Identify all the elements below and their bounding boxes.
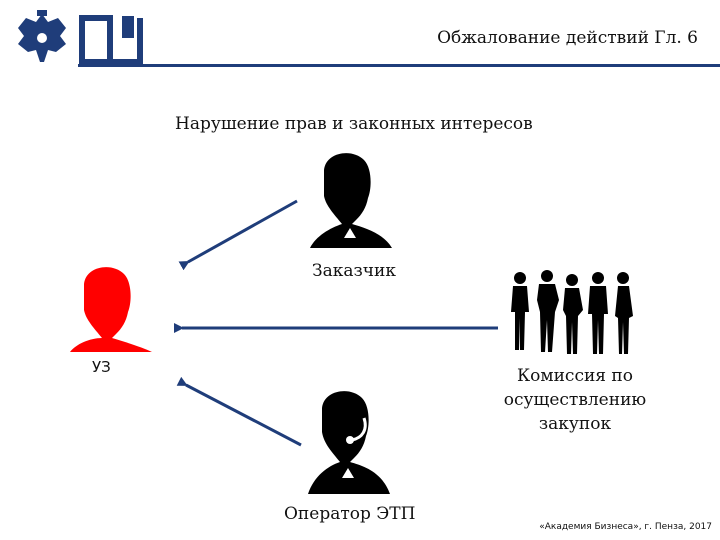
uz-label: УЗ bbox=[92, 358, 111, 376]
emblem-icon bbox=[18, 10, 66, 62]
customer-silhouette-icon bbox=[310, 153, 392, 248]
book-logo-icon bbox=[79, 15, 143, 65]
operator-label: Оператор ЭТП bbox=[284, 504, 416, 524]
arrow-customer-to-uz bbox=[178, 199, 298, 271]
header-divider bbox=[78, 64, 720, 67]
commission-label: Комиссия по осуществлению закупок bbox=[495, 364, 655, 436]
arrow-operator-to-uz bbox=[176, 376, 302, 447]
footer-credit: «Академия Бизнеса», г. Пенза, 2017 bbox=[539, 522, 712, 532]
commission-label-line-3: закупок bbox=[538, 414, 612, 434]
diagram-subtitle: Нарушение прав и законных интересов bbox=[175, 114, 533, 134]
commission-label-line-2: осуществлению bbox=[503, 390, 647, 410]
uz-silhouette-icon bbox=[70, 267, 152, 352]
page-title: Обжалование действий Гл. 6 bbox=[437, 28, 698, 48]
commission-group-icon bbox=[511, 270, 633, 354]
operator-headset-icon bbox=[308, 391, 390, 494]
commission-label-line-1: Комиссия по bbox=[516, 366, 633, 386]
customer-label: Заказчик bbox=[312, 261, 396, 281]
